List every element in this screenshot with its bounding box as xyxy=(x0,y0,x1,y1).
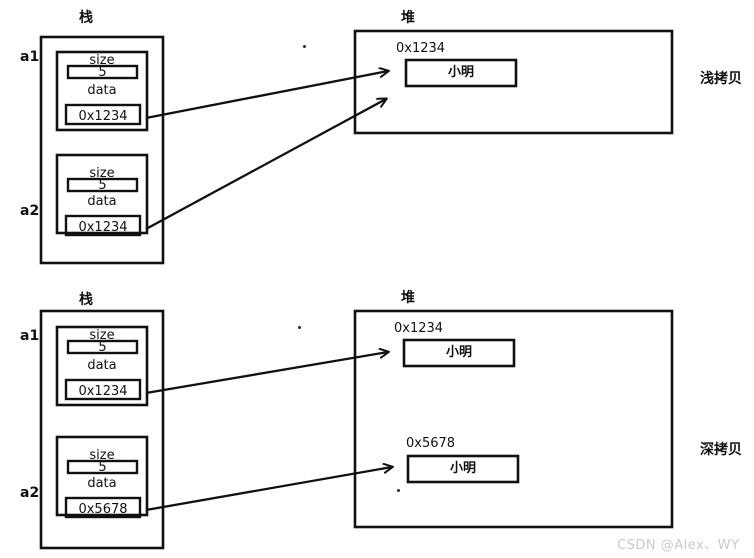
shallow-heap-title: 堆 xyxy=(401,10,415,26)
shallow-heap-value-0x1234: 小明 xyxy=(447,65,474,80)
shallow-a1-size-cell xyxy=(66,64,139,80)
shallow-stack-record-a1 xyxy=(55,50,149,132)
shallow-stack-record-a2 xyxy=(55,153,149,235)
deep-var-label-a1: a1 xyxy=(20,328,40,344)
shallow-a2-size-value: 5 xyxy=(98,178,107,193)
shallow-a2-size-label: size xyxy=(89,166,115,181)
deep-stack-title: 栈 xyxy=(79,292,93,308)
deep-copy-caption: 深拷贝 xyxy=(700,442,742,458)
shallow-a1-pointer-value: 0x1234 xyxy=(78,109,128,124)
deep-stack-record-a2 xyxy=(55,435,149,517)
stray-dot-bottom-heap xyxy=(397,489,400,492)
deep-heap-address-0x5678: 0x5678 xyxy=(406,436,456,451)
shallow-heap-address-0x1234: 0x1234 xyxy=(396,41,446,56)
shallow-a2-data-label: data xyxy=(87,194,117,209)
deep-heap-block-0x1234 xyxy=(402,338,516,368)
deep-heap-value-0x1234: 小明 xyxy=(445,345,472,360)
deep-a2-size-label: size xyxy=(89,448,115,463)
deep-a2-size-value: 5 xyxy=(98,460,107,475)
deep-a2-data-label: data xyxy=(87,476,117,491)
deep-heap-address-0x1234: 0x1234 xyxy=(394,321,444,336)
deep-heap-value-0x5678: 小明 xyxy=(449,461,476,476)
stray-dot-top xyxy=(303,45,306,48)
shallow-arrow-a1-to-heap xyxy=(145,71,388,120)
deep-a1-size-value: 5 xyxy=(98,340,107,355)
shallow-var-label-a2: a2 xyxy=(20,203,40,219)
deep-stack-record-a1 xyxy=(55,325,149,407)
shallow-a2-pointer-cell xyxy=(64,214,142,237)
shallow-stack-frame xyxy=(39,35,165,265)
deep-arrow-a1-to-heap-0x1234 xyxy=(145,352,388,395)
shallow-a1-size-value: 5 xyxy=(98,65,107,80)
deep-heap-frame xyxy=(353,309,674,529)
shallow-a1-data-label: data xyxy=(87,83,117,98)
deep-a2-pointer-value: 0x5678 xyxy=(78,502,128,517)
deep-a1-data-label: data xyxy=(87,358,117,373)
shallow-var-label-a1: a1 xyxy=(20,49,40,65)
shallow-copy-caption: 浅拷贝 xyxy=(700,71,742,87)
deep-arrow-a2-to-heap-0x5678 xyxy=(145,467,392,512)
deep-var-label-a2: a2 xyxy=(20,485,40,501)
deep-heap-block-0x5678 xyxy=(406,454,520,484)
deep-a1-pointer-value: 0x1234 xyxy=(78,384,128,399)
shallow-a2-size-cell xyxy=(66,177,139,193)
deep-a1-pointer-cell xyxy=(64,378,142,401)
deep-a1-size-label: size xyxy=(89,328,115,343)
shallow-stack-title: 栈 xyxy=(79,10,93,26)
csdn-watermark: CSDN @Alex、WY xyxy=(617,538,740,553)
shallow-arrow-a2-to-heap xyxy=(145,99,386,231)
shallow-a2-pointer-value: 0x1234 xyxy=(78,220,128,235)
deep-heap-title: 堆 xyxy=(401,290,415,306)
deep-a2-pointer-cell xyxy=(64,496,142,519)
shallow-a1-pointer-cell xyxy=(64,103,142,126)
shallow-a1-size-label: size xyxy=(89,53,115,68)
shallow-heap-block-0x1234 xyxy=(404,58,518,88)
shallow-heap-frame xyxy=(353,29,674,135)
deep-a1-size-cell xyxy=(66,339,139,355)
deep-stack-frame xyxy=(39,309,165,550)
stray-dot-bottom-stack xyxy=(298,326,301,329)
deep-a2-size-cell xyxy=(66,459,139,475)
